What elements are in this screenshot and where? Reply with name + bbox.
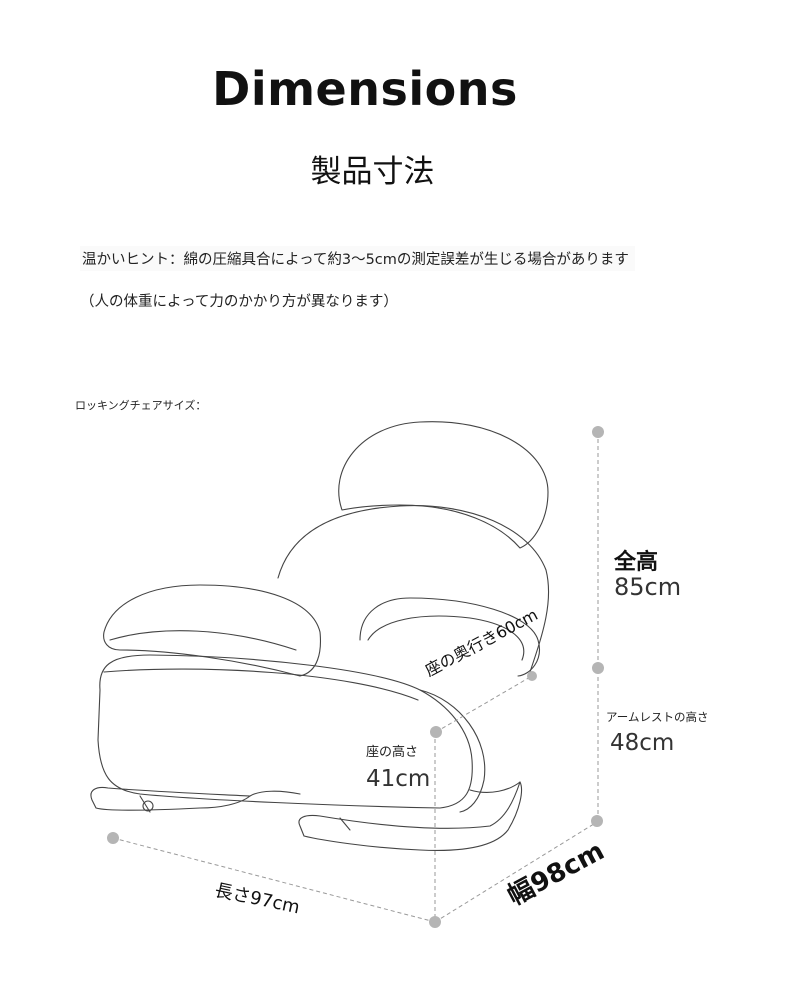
total-height-value: 85cm xyxy=(614,573,682,601)
base-corner-marker xyxy=(429,916,441,928)
depth-guide-line xyxy=(435,675,533,733)
seat-cushion-outline xyxy=(97,654,473,809)
seat-back-marker xyxy=(527,671,537,681)
height-top-marker xyxy=(592,426,604,438)
armrest-height-value: 48cm xyxy=(610,730,675,756)
seat-height-value: 41cm xyxy=(366,766,431,792)
width-guide-line xyxy=(434,821,598,923)
page-title: Dimensions xyxy=(212,62,518,116)
page-subtitle: 製品寸法 xyxy=(310,154,435,190)
length-left-marker xyxy=(107,832,119,844)
seat-front-marker xyxy=(430,726,442,738)
weight-note: （人の体重によって力のかかり方が異なります） xyxy=(80,294,398,310)
measurement-note: 温かいヒント：綿の圧縮具合によって約3〜5cmの測定誤差が生じる場合があります xyxy=(80,246,635,271)
left-armrest-outline xyxy=(103,584,322,677)
right-armrest-outline xyxy=(359,597,540,677)
height-bottom-marker xyxy=(591,815,603,827)
armrest-top-marker xyxy=(592,662,604,674)
headrest-outline xyxy=(338,421,549,549)
total-height-label: 全高 xyxy=(614,550,659,575)
seat-height-label: 座の高さ xyxy=(366,745,419,760)
rocking-chair-size-caption: ロッキングチェアサイズ： xyxy=(75,399,207,412)
backrest-outline xyxy=(277,505,550,673)
left-rocker-outline xyxy=(90,786,251,811)
armrest-height-label: アームレストの高さ xyxy=(606,710,709,724)
